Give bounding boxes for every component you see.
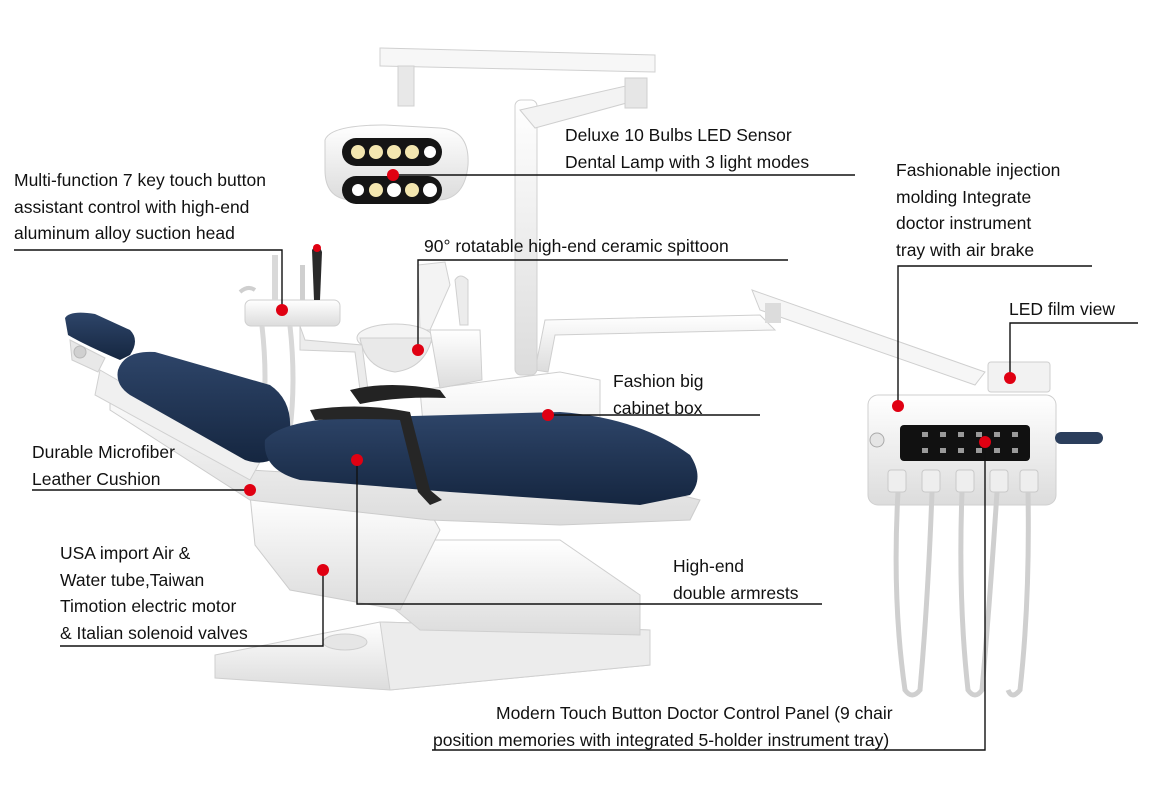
callout-line: tray with air brake bbox=[896, 239, 1035, 260]
callout-line: & Italian solenoid valves bbox=[60, 622, 248, 643]
marker-doctor-panel bbox=[979, 436, 991, 448]
callout-cabinet: Fashion big cabinet box bbox=[613, 368, 703, 421]
marker-film-view bbox=[1004, 372, 1016, 384]
lamp-arm bbox=[379, 47, 656, 376]
callout-cushion: Durable Microfiber Leather Cushion bbox=[32, 439, 175, 492]
callout-line: aluminum alloy suction head bbox=[14, 223, 235, 243]
callout-line: cabinet box bbox=[613, 397, 703, 418]
callout-line: Fashion big bbox=[613, 371, 704, 391]
leader-doctor-panel bbox=[432, 442, 986, 751]
delivery-arm bbox=[534, 289, 986, 386]
callout-spittoon: 90° rotatable high-end ceramic spittoon bbox=[424, 233, 729, 260]
callout-line: Multi-function 7 key touch button bbox=[14, 170, 266, 190]
callout-line: 90° rotatable high-end ceramic spittoon bbox=[424, 236, 729, 256]
marker-armrests bbox=[351, 454, 363, 466]
headrest bbox=[65, 312, 135, 373]
marker-cabinet bbox=[542, 409, 554, 421]
callout-line: assistant control with high-end bbox=[14, 196, 250, 217]
callout-line: position memories with integrated 5-hold… bbox=[433, 729, 890, 750]
callout-line: Fashionable injection bbox=[896, 160, 1061, 180]
marker-injection-molding bbox=[892, 400, 904, 412]
instrument-tray bbox=[867, 361, 1103, 698]
seat-cushion bbox=[264, 412, 698, 505]
callout-lamp: Deluxe 10 Bulbs LED Sensor Dental Lamp w… bbox=[565, 122, 809, 175]
callout-film-view: LED film view bbox=[1009, 296, 1115, 323]
callout-armrests: High-end double armrests bbox=[673, 553, 798, 606]
callout-line: molding Integrate bbox=[896, 186, 1032, 207]
leader-injection-molding bbox=[897, 265, 1092, 406]
callout-injection-molding: Fashionable injection molding Integrate … bbox=[896, 157, 1060, 263]
leader-spittoon bbox=[417, 259, 788, 350]
led-film-viewer bbox=[987, 361, 1051, 393]
marker-spittoon bbox=[412, 344, 424, 356]
callout-doctor-panel: Modern Touch Button Doctor Control Panel… bbox=[433, 700, 893, 753]
leader-assistant-control bbox=[14, 249, 283, 310]
callout-line: Dental Lamp with 3 light modes bbox=[565, 151, 810, 172]
callout-line: Timotion electric motor bbox=[60, 596, 237, 616]
callout-line: Deluxe 10 Bulbs LED Sensor bbox=[565, 125, 792, 145]
armrests bbox=[310, 385, 446, 505]
callout-line: Water tube,Taiwan bbox=[60, 569, 205, 590]
callout-air-water-tube: USA import Air & Water tube,Taiwan Timot… bbox=[60, 540, 248, 646]
marker-assistant-control bbox=[276, 304, 288, 316]
leader-air-water-tube bbox=[60, 570, 324, 647]
marker-air-water-tube bbox=[317, 564, 329, 576]
leader-film-view bbox=[1009, 322, 1138, 378]
callout-line: High-end bbox=[673, 556, 745, 576]
led-lamp bbox=[324, 124, 469, 204]
callout-line: LED film view bbox=[1009, 299, 1115, 319]
callout-line: Leather Cushion bbox=[32, 468, 161, 489]
callout-assistant-control: Multi-function 7 key touch button assist… bbox=[14, 167, 266, 247]
callout-line: USA import Air & bbox=[60, 543, 191, 563]
callout-line: double armrests bbox=[673, 582, 799, 603]
marker-cushion bbox=[244, 484, 256, 496]
marker-lamp bbox=[387, 169, 399, 181]
backrest bbox=[117, 351, 291, 463]
callout-line: Durable Microfiber bbox=[32, 442, 175, 462]
callout-line: doctor instrument bbox=[896, 213, 1032, 233]
chair-base bbox=[214, 621, 651, 691]
leader-armrests bbox=[356, 460, 822, 605]
callout-line: Modern Touch Button Doctor Control Panel… bbox=[496, 703, 893, 723]
